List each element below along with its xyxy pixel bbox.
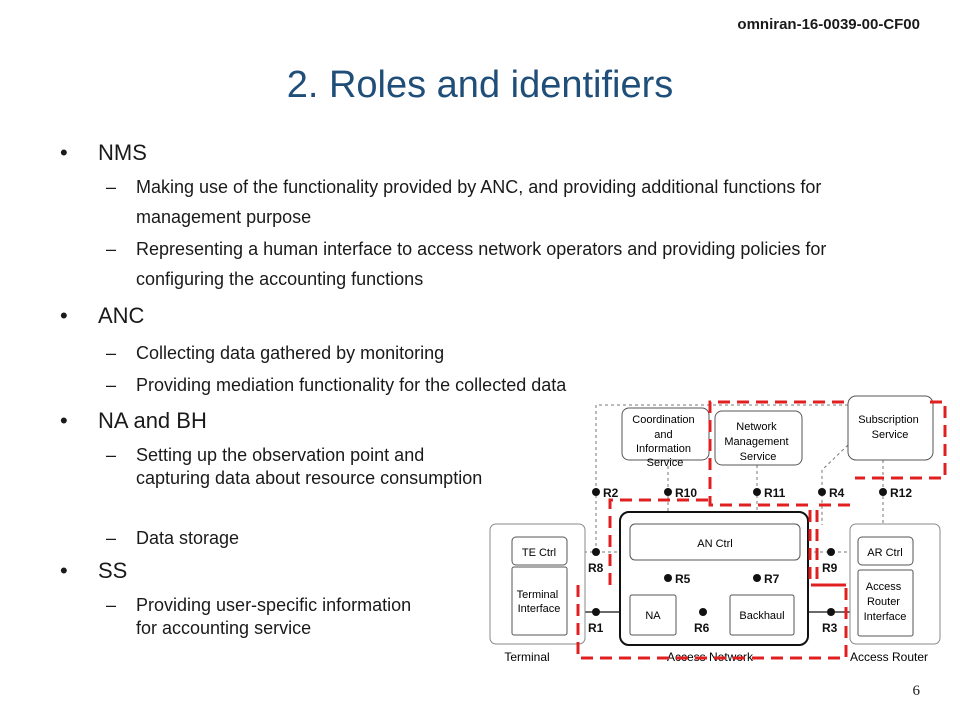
sub-item-text: Making use of the functionality provided…	[136, 177, 822, 227]
ref-label-r9: R9	[822, 561, 838, 575]
node-r5	[664, 574, 672, 582]
highlight-outline	[576, 400, 947, 660]
bullet-na-bh: •NA and BH	[60, 408, 207, 433]
terminal-interface-box	[511, 566, 568, 636]
ar-ctrl-box	[857, 536, 914, 566]
ref-label-r10: R10	[675, 486, 697, 500]
access-network-group-label: Access Network	[667, 650, 754, 664]
sub-item-text: Setting up the observation point and cap…	[136, 445, 483, 488]
bullet-ss: •SS	[60, 558, 128, 583]
subscription-service-label: Service	[872, 429, 909, 441]
ref-label-r7: R7	[764, 572, 780, 586]
node-r4	[818, 488, 826, 496]
ref-label-r1: R1	[588, 621, 604, 635]
ar-interface-label: Router	[867, 596, 900, 608]
ref-label-r5: R5	[675, 572, 691, 586]
sub-item: –Collecting data gathered by monitoring	[106, 338, 906, 368]
sub-item: –Data storage	[106, 527, 486, 550]
node-r7	[753, 574, 761, 582]
subscription-service-box	[847, 395, 934, 461]
slide-title: 2. Roles and identifiers	[286, 64, 674, 106]
access-router-group-label: Access Router	[850, 650, 928, 664]
ref-label-r2: R2	[603, 486, 619, 500]
sub-item: –Providing user-specific information for…	[106, 594, 416, 640]
page-number: 6	[912, 683, 921, 699]
ar-ctrl-label: AR Ctrl	[867, 547, 902, 559]
coordination-service-box	[621, 407, 710, 461]
node-r11	[753, 488, 761, 496]
node-r6	[699, 608, 707, 616]
sub-item: –Setting up the observation point and ca…	[106, 444, 486, 490]
bullet-anc: •ANC	[60, 303, 145, 328]
na-box	[629, 594, 677, 636]
svg-text:Coordination and Infor: Coordination and Information Service	[632, 414, 697, 469]
node-r1	[592, 608, 600, 616]
sub-item-text: Representing a human interface to access…	[136, 239, 827, 289]
network-management-service-label: Service	[740, 451, 777, 463]
network-management-service-label: Management	[724, 436, 788, 448]
sub-item-text: Data storage	[136, 528, 240, 548]
ref-label-r11: R11	[764, 486, 786, 500]
node-r2	[592, 488, 600, 496]
ar-interface-label: Access	[866, 581, 902, 593]
coordination-service-label: and	[654, 429, 672, 441]
ref-label-r12: R12	[890, 486, 912, 500]
backhaul-box	[729, 594, 795, 636]
node-r10	[664, 488, 672, 496]
node-r12	[879, 488, 887, 496]
terminal-group-label: Terminal	[504, 650, 549, 664]
svg-text:Access Router Interfac: Access Router Interface	[864, 581, 907, 623]
bullet-label: SS	[98, 558, 128, 583]
bullet-label: NA and BH	[98, 408, 207, 433]
svg-text:Terminal Interface: Terminal Interface	[517, 589, 562, 615]
reference-point-nodes	[592, 488, 887, 616]
subscription-service-label: Subscription	[858, 414, 919, 426]
node-r8	[592, 548, 600, 556]
ar-interface-label: Interface	[864, 611, 907, 623]
ar-interface-box	[857, 569, 914, 637]
coordination-service-label: Information	[636, 443, 691, 455]
te-ctrl-label: TE Ctrl	[522, 547, 556, 559]
sub-item-text: Providing user-specific information for …	[136, 595, 412, 638]
terminal-interface-label: Interface	[518, 603, 561, 615]
sub-item: –Providing mediation functionality for t…	[106, 370, 906, 400]
document-id: omniran-16-0039-00-CF00	[737, 16, 920, 33]
na-label: NA	[645, 610, 661, 622]
bullet-nms: •NMS	[60, 140, 147, 165]
terminal-interface-label: Terminal	[517, 589, 559, 601]
node-r3	[827, 608, 835, 616]
sub-item: –Making use of the functionality provide…	[106, 172, 906, 232]
ref-label-r4: R4	[829, 486, 845, 500]
sub-item: –Representing a human interface to acces…	[106, 234, 866, 294]
backhaul-label: Backhaul	[739, 610, 784, 622]
te-ctrl-box	[511, 536, 568, 566]
ref-label-r6: R6	[694, 621, 710, 635]
svg-text:Subscription Service: Subscription Service	[858, 414, 922, 441]
node-r9	[827, 548, 835, 556]
sub-item-text: Providing mediation functionality for th…	[136, 375, 567, 395]
sub-item-text: Collecting data gathered by monitoring	[136, 343, 445, 363]
network-management-service-label: Network	[736, 421, 777, 433]
svg-text:Network Management Ser: Network Management Service	[724, 421, 791, 463]
bullet-label: NMS	[98, 140, 147, 165]
coordination-service-label: Coordination	[632, 414, 694, 426]
coordination-service-label: Service	[647, 457, 684, 469]
bullet-label: ANC	[98, 303, 145, 328]
network-management-service-box	[714, 410, 803, 466]
an-ctrl-box	[629, 523, 801, 561]
ref-label-r8: R8	[588, 561, 604, 575]
an-ctrl-label: AN Ctrl	[697, 538, 732, 550]
ref-label-r3: R3	[822, 621, 838, 635]
